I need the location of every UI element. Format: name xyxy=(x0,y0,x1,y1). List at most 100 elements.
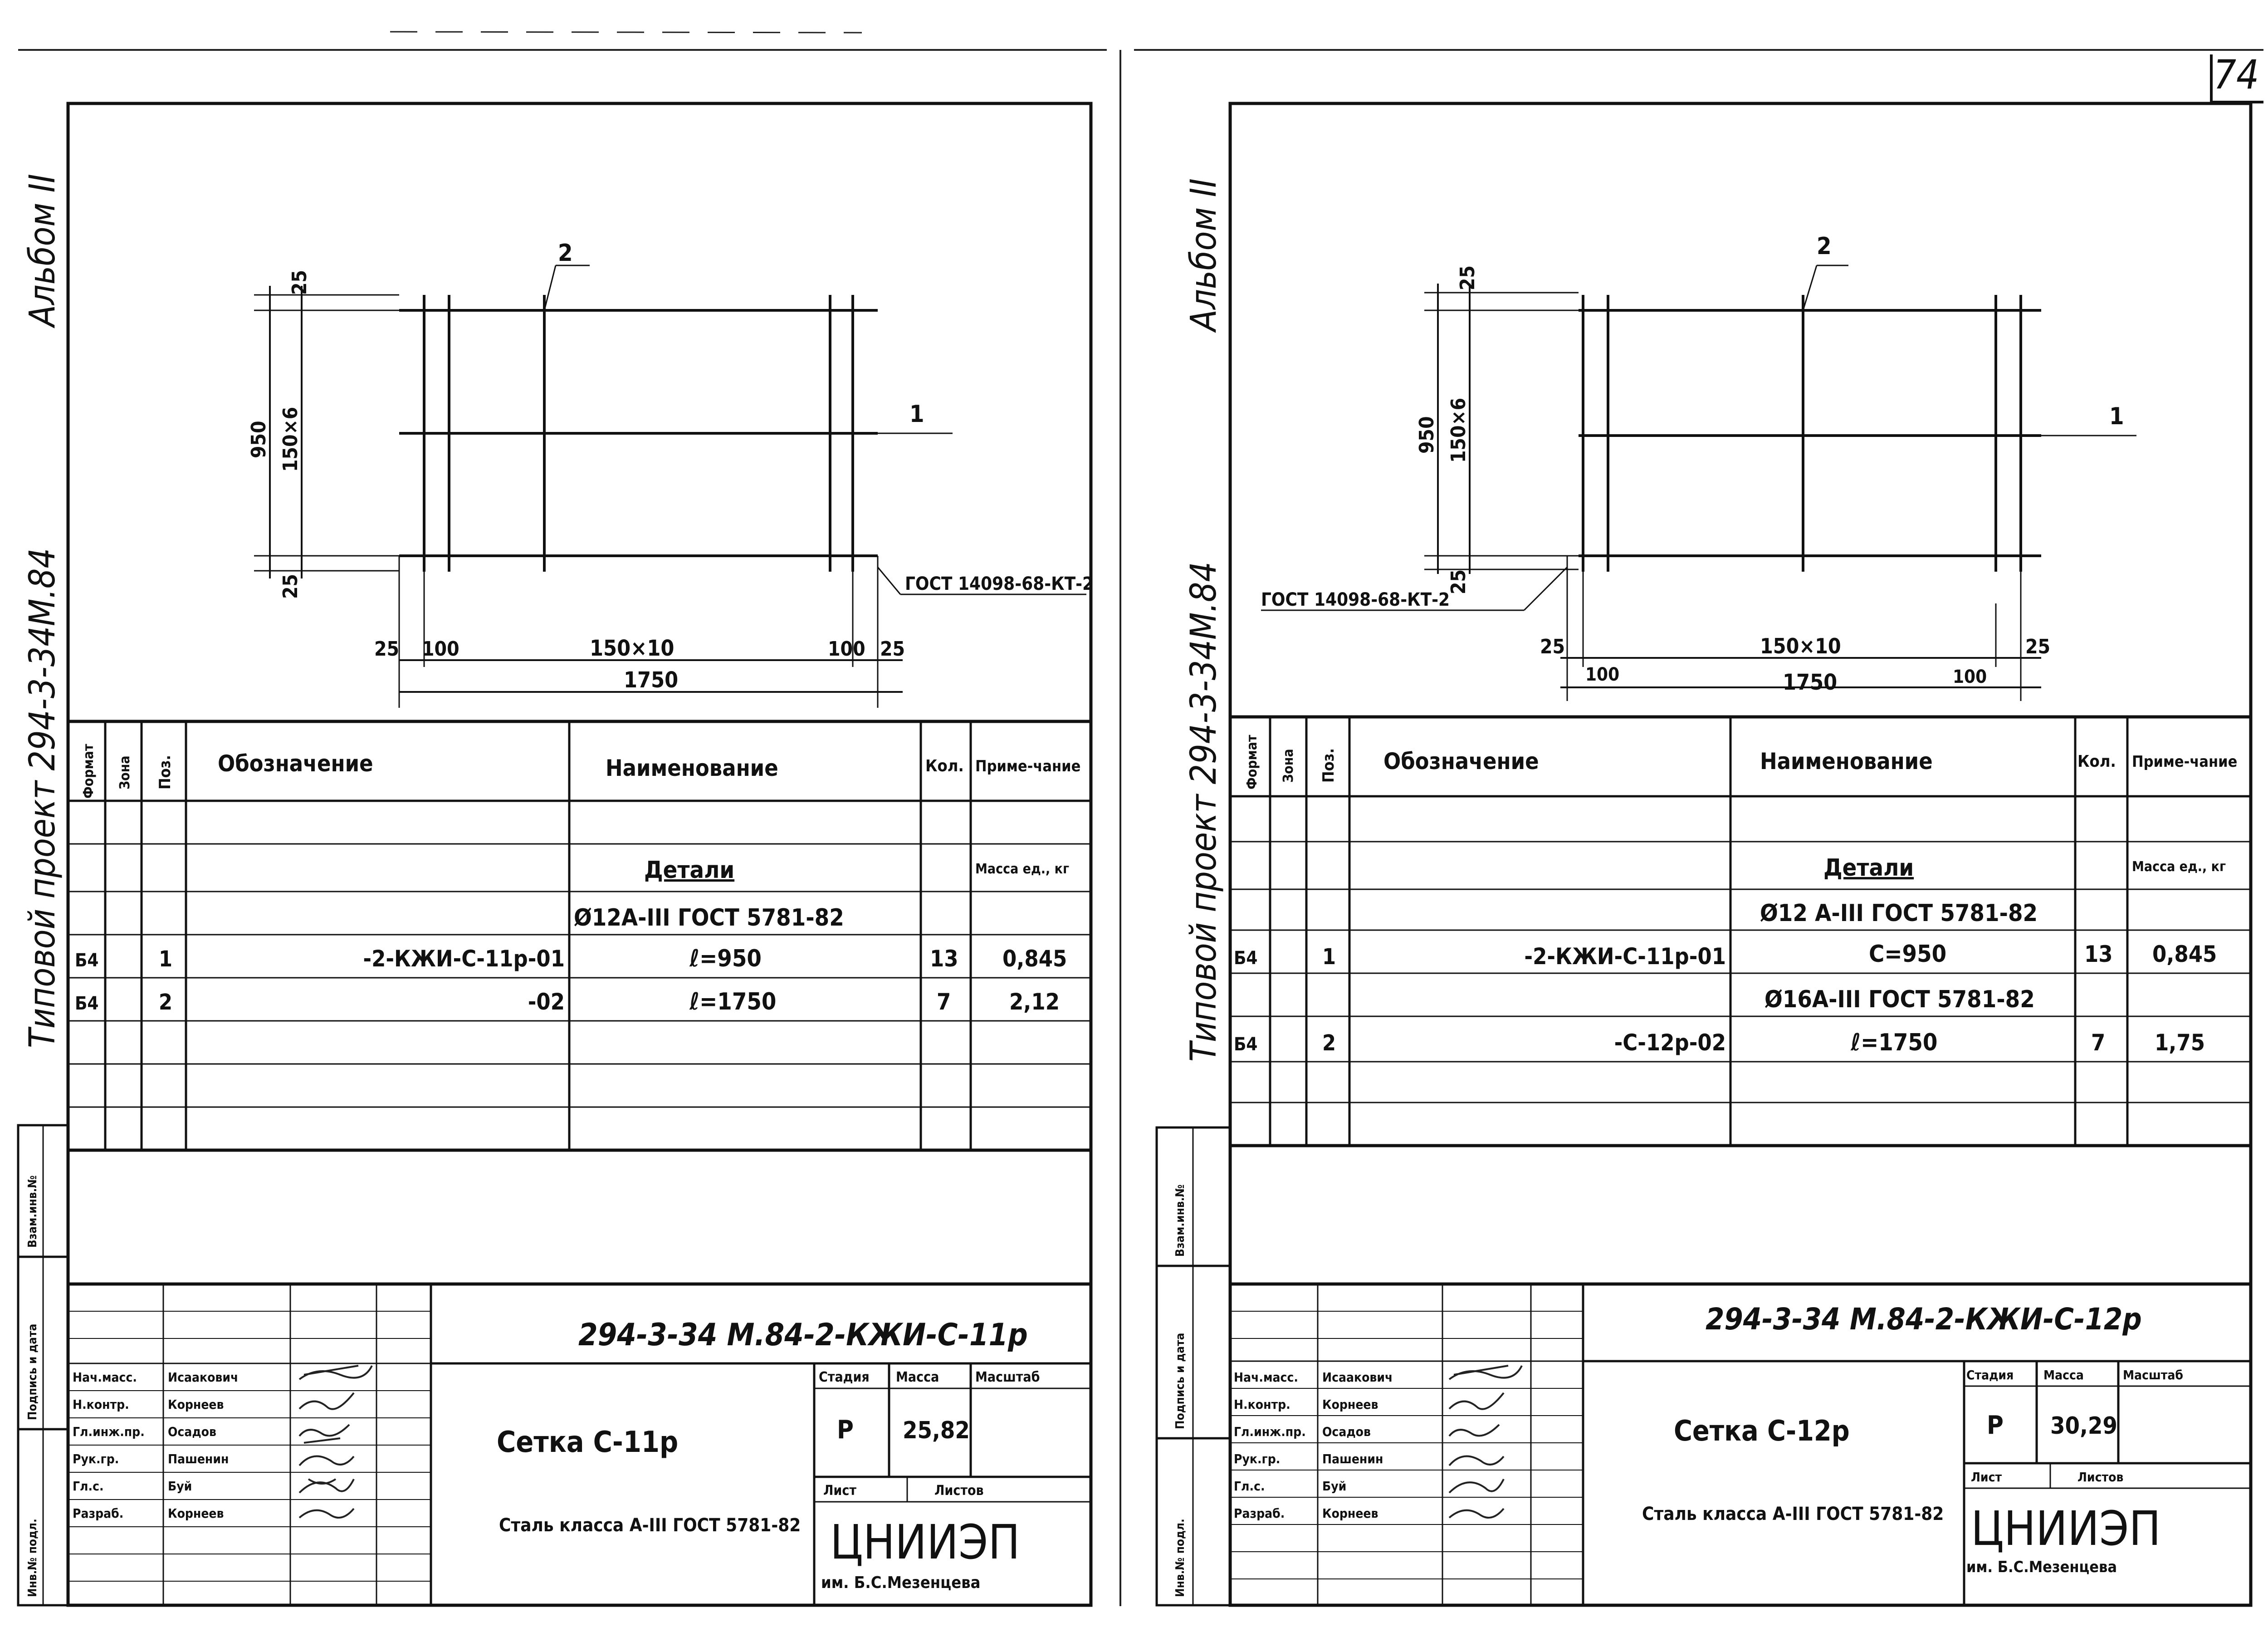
left-side-label-2: Подпись и дата xyxy=(26,1324,39,1420)
left-sheet-label: Лист xyxy=(823,1483,856,1499)
right-signer-role-5: Гл.с. xyxy=(1234,1479,1265,1494)
right-row1-note: 0,845 xyxy=(2152,941,2217,967)
left-stage: Р xyxy=(837,1415,854,1445)
right-dim-25-r: 25 xyxy=(2025,635,2050,658)
left-dim-bottom: 25 xyxy=(279,574,302,599)
right-col-zone: Зона xyxy=(1281,749,1296,783)
right-scale-label: Масштаб xyxy=(2123,1367,2183,1382)
left-signer-role-5: Гл.с. xyxy=(73,1479,104,1494)
right-sheet: Альбом II Типовой проект 294-3-34М.84 xyxy=(1155,102,2253,1607)
right-signer-role-2: Н.контр. xyxy=(1234,1397,1290,1412)
left-dim-top: 25 xyxy=(288,270,311,295)
left-col-name: Наименование xyxy=(606,755,778,781)
right-signer-name-6: Корнеев xyxy=(1322,1506,1378,1521)
right-row1-pos: 1 xyxy=(1322,944,1336,970)
left-stage-label: Стадия xyxy=(819,1369,870,1385)
right-mass-header: Масса ед., кг xyxy=(2132,859,2226,875)
right-doc-code: 294-3-34 М.84-2-КЖИ-С-12р xyxy=(1706,1302,2142,1337)
left-section-title: Детали xyxy=(644,857,734,884)
left-row2-pos: 2 xyxy=(159,990,172,1015)
left-mass-label: Масса xyxy=(896,1369,939,1385)
left-mass-header: Масса ед., кг xyxy=(975,861,1069,877)
left-row2-name: ℓ=1750 xyxy=(689,988,776,1015)
left-scale-label: Масштаб xyxy=(975,1369,1040,1385)
right-sheet-label: Лист xyxy=(1971,1470,2002,1485)
right-row2-name: ℓ=1750 xyxy=(1850,1029,1937,1056)
left-signer-role-2: Н.контр. xyxy=(73,1397,129,1412)
left-col-zone: Зона xyxy=(117,755,133,789)
right-sheets-label: Листов xyxy=(2077,1470,2123,1485)
left-product-title: Сетка С-11р xyxy=(497,1426,678,1459)
left-row2-qty: 7 xyxy=(937,989,951,1015)
right-col-format: Формат xyxy=(1244,735,1260,789)
right-pos-1: 1 xyxy=(2109,403,2124,430)
right-product-title: Сетка С-12р xyxy=(1674,1414,1850,1447)
right-signatures xyxy=(1448,1365,1523,1519)
right-signer-name-1: Исаакович xyxy=(1322,1370,1393,1385)
left-signer-name-3: Осадов xyxy=(168,1424,216,1439)
right-signer-name-5: Буй xyxy=(1322,1479,1346,1494)
left-dim-100-r: 100 xyxy=(828,637,865,661)
right-album-label: Альбом II xyxy=(1183,178,1224,333)
right-material: Сталь класса А-III ГОСТ 5781-82 xyxy=(1642,1504,1944,1524)
left-material: Сталь класса А-III ГОСТ 5781-82 xyxy=(499,1515,801,1536)
right-spec-table xyxy=(1230,715,2251,1147)
right-row2-designation: -С-12р-02 xyxy=(1614,1029,1726,1056)
right-signer-role-6: Разраб. xyxy=(1234,1506,1285,1521)
left-signer-name-5: Буй xyxy=(168,1479,192,1494)
left-pos-2: 2 xyxy=(558,240,573,267)
left-row1-pos: 1 xyxy=(159,946,172,972)
right-signer-role-1: Нач.масс. xyxy=(1234,1370,1298,1385)
left-dim-100-l: 100 xyxy=(422,637,459,661)
right-row2-format: Б4 xyxy=(1234,1034,1257,1055)
left-mass: 25,82 xyxy=(903,1417,970,1444)
left-frame xyxy=(66,102,1093,1607)
right-col-note: Приме-чание xyxy=(2132,753,2237,771)
left-row1-qty: 13 xyxy=(930,946,958,972)
right-signer-name-3: Осадов xyxy=(1322,1424,1371,1439)
right-mass: 30,29 xyxy=(2050,1412,2117,1440)
left-material-1: Ø12А-III ГОСТ 5781-82 xyxy=(574,904,844,931)
right-dim-100-l: 100 xyxy=(1585,664,1619,685)
left-signer-role-3: Гл.инж.пр. xyxy=(73,1424,145,1439)
right-title-block xyxy=(1230,1282,2251,1605)
left-col-note: Приме-чание xyxy=(975,757,1080,775)
left-title-block xyxy=(68,1282,1091,1605)
right-weld-note: ГОСТ 14098-68-КТ-2 xyxy=(1261,589,1450,610)
right-stage-label: Стадия xyxy=(1966,1367,2014,1382)
right-section-title: Детали xyxy=(1823,854,1914,882)
left-signer-name-4: Пашенин xyxy=(168,1451,229,1466)
right-material-1: Ø12 А-III ГОСТ 5781-82 xyxy=(1760,900,2038,927)
left-dim-1750: 1750 xyxy=(624,667,678,693)
right-frame xyxy=(1228,102,2253,1607)
left-col-designation: Обозначение xyxy=(218,750,373,777)
right-col-qty: Кол. xyxy=(2077,752,2116,771)
left-spec-table xyxy=(68,720,1091,1152)
right-dim-100-r: 100 xyxy=(1953,667,1987,687)
right-signer-role-3: Гл.инж.пр. xyxy=(1234,1424,1306,1439)
left-dim-150x10: 150×10 xyxy=(590,636,674,661)
left-sheets-label: Листов xyxy=(934,1483,984,1499)
left-org-sub: им. Б.С.Мезенцева xyxy=(821,1573,981,1592)
left-org-name: ЦНИИЭП xyxy=(830,1514,1020,1570)
left-mesh-drawing xyxy=(254,265,1086,708)
right-dim-bottom: 25 xyxy=(1447,569,1470,594)
left-signer-role-6: Разраб. xyxy=(73,1506,123,1521)
right-col-pos: Поз. xyxy=(1320,748,1338,783)
left-dim-25-r: 25 xyxy=(880,637,905,661)
right-dim-1750: 1750 xyxy=(1783,670,1837,695)
right-dim-950: 950 xyxy=(1415,416,1438,454)
right-org-name: ЦНИИЭП xyxy=(1971,1501,2161,1556)
right-dim-top: 25 xyxy=(1456,265,1479,290)
right-col-name: Наименование xyxy=(1760,748,1933,774)
left-signer-role-4: Рук.гр. xyxy=(73,1451,119,1466)
left-col-format: Формат xyxy=(81,744,97,799)
left-album-label: Альбом II xyxy=(22,174,63,328)
left-row1-format: Б4 xyxy=(75,950,98,971)
right-signer-name-4: Пашенин xyxy=(1322,1451,1383,1466)
right-dim-150x6: 150×6 xyxy=(1447,398,1470,463)
left-signer-name-1: Исаакович xyxy=(168,1370,238,1385)
right-row1-designation: -2-КЖИ-С-11р-01 xyxy=(1524,943,1726,970)
right-mesh-drawing xyxy=(1261,265,2136,701)
